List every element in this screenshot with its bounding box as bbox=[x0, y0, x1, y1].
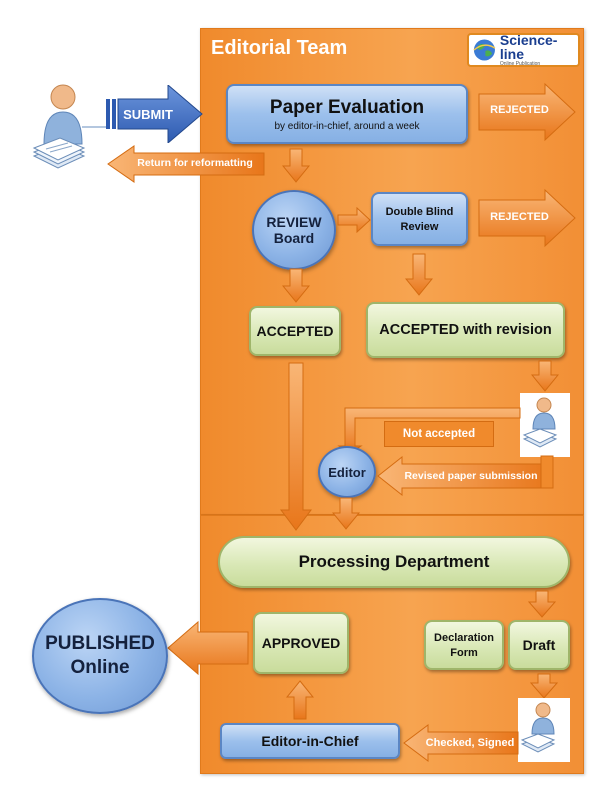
down-arrow-accepted bbox=[282, 268, 310, 303]
rejected-label-2: REJECTED bbox=[490, 211, 549, 223]
globe-icon bbox=[473, 39, 496, 61]
editorial-team-title: Editorial Team bbox=[211, 37, 348, 59]
accepted-label: ACCEPTED bbox=[256, 323, 334, 339]
revised-riser bbox=[540, 455, 554, 489]
revised-submission-arrow bbox=[377, 456, 551, 496]
author-icon bbox=[32, 84, 110, 169]
declaration-line2: Form bbox=[450, 646, 478, 659]
editor-label: Editor bbox=[328, 464, 366, 480]
rejected-arrow-1 bbox=[478, 82, 576, 142]
return-reformatting-arrow bbox=[107, 145, 265, 183]
down-arrow-eval bbox=[282, 148, 310, 183]
submit-label: SUBMIT bbox=[123, 106, 173, 122]
double-blind-review-box: Double Blind Review bbox=[371, 192, 468, 246]
checked-signed-arrow bbox=[403, 724, 519, 762]
draft-box: Draft bbox=[508, 620, 570, 670]
approved-box: APPROVED bbox=[253, 612, 349, 674]
accepted-revision-box: ACCEPTED with revision bbox=[366, 302, 565, 358]
not-accepted-label: Not accepted bbox=[384, 421, 494, 447]
paper-evaluation-title: Paper Evaluation bbox=[269, 96, 425, 118]
submit-arrow bbox=[106, 85, 203, 143]
editor-in-chief-box: Editor-in-Chief bbox=[220, 723, 400, 759]
draft-label: Draft bbox=[522, 637, 556, 653]
approved-label: APPROVED bbox=[261, 635, 341, 651]
down-arrow-revision bbox=[405, 253, 433, 296]
checked-signed-label: Checked, Signed bbox=[425, 737, 515, 749]
processing-label: Processing Department bbox=[298, 552, 490, 571]
logo-subtitle: Online Publication bbox=[499, 61, 541, 67]
editor-down-arrow bbox=[332, 497, 360, 530]
author-icon-3 bbox=[518, 698, 570, 762]
rejected-arrow-2 bbox=[478, 188, 576, 248]
return-reformatting-label: Return for reformatting bbox=[137, 157, 253, 169]
published-arrow bbox=[167, 620, 249, 676]
published-line2: Online bbox=[70, 657, 130, 678]
processing-department-box: Processing Department bbox=[218, 536, 570, 588]
author-icon-2 bbox=[520, 393, 570, 457]
declaration-form-box: Declaration Form bbox=[424, 620, 504, 670]
review-board-line2: Board bbox=[273, 230, 315, 246]
rejected-label-1: REJECTED bbox=[490, 104, 549, 116]
review-board-circle: REVIEW Board bbox=[252, 190, 336, 270]
published-online-circle: PUBLISHED Online bbox=[32, 598, 168, 714]
revised-submission-label: Revised paper submission bbox=[404, 470, 538, 482]
document-stack-icon bbox=[32, 137, 86, 169]
right-arrow-review bbox=[337, 207, 371, 233]
paper-evaluation-subtitle: by editor-in-chief, around a week bbox=[274, 120, 420, 132]
up-arrow-approved bbox=[286, 680, 314, 720]
down-arrow-author2 bbox=[531, 360, 559, 392]
double-blind-line2: Review bbox=[400, 220, 439, 233]
editor-circle: Editor bbox=[318, 446, 376, 498]
editor-in-chief-label: Editor-in-Chief bbox=[261, 733, 359, 749]
accepted-box: ACCEPTED bbox=[249, 306, 341, 356]
logo-name: Science-line bbox=[499, 32, 558, 62]
review-board-line1: REVIEW bbox=[266, 214, 322, 230]
science-line-logo: Science-line Online Publication bbox=[467, 33, 580, 67]
paper-evaluation-box: Paper Evaluation by editor-in-chief, aro… bbox=[226, 84, 468, 144]
published-line1: PUBLISHED bbox=[45, 633, 155, 654]
accepted-to-processing-arrow bbox=[280, 362, 312, 531]
down-arrow-author3 bbox=[530, 673, 558, 699]
accepted-revision-label: ACCEPTED with revision bbox=[379, 322, 552, 338]
down-arrow-draft bbox=[528, 590, 556, 618]
declaration-line1: Declaration bbox=[434, 631, 494, 644]
double-blind-line1: Double Blind bbox=[385, 205, 454, 218]
